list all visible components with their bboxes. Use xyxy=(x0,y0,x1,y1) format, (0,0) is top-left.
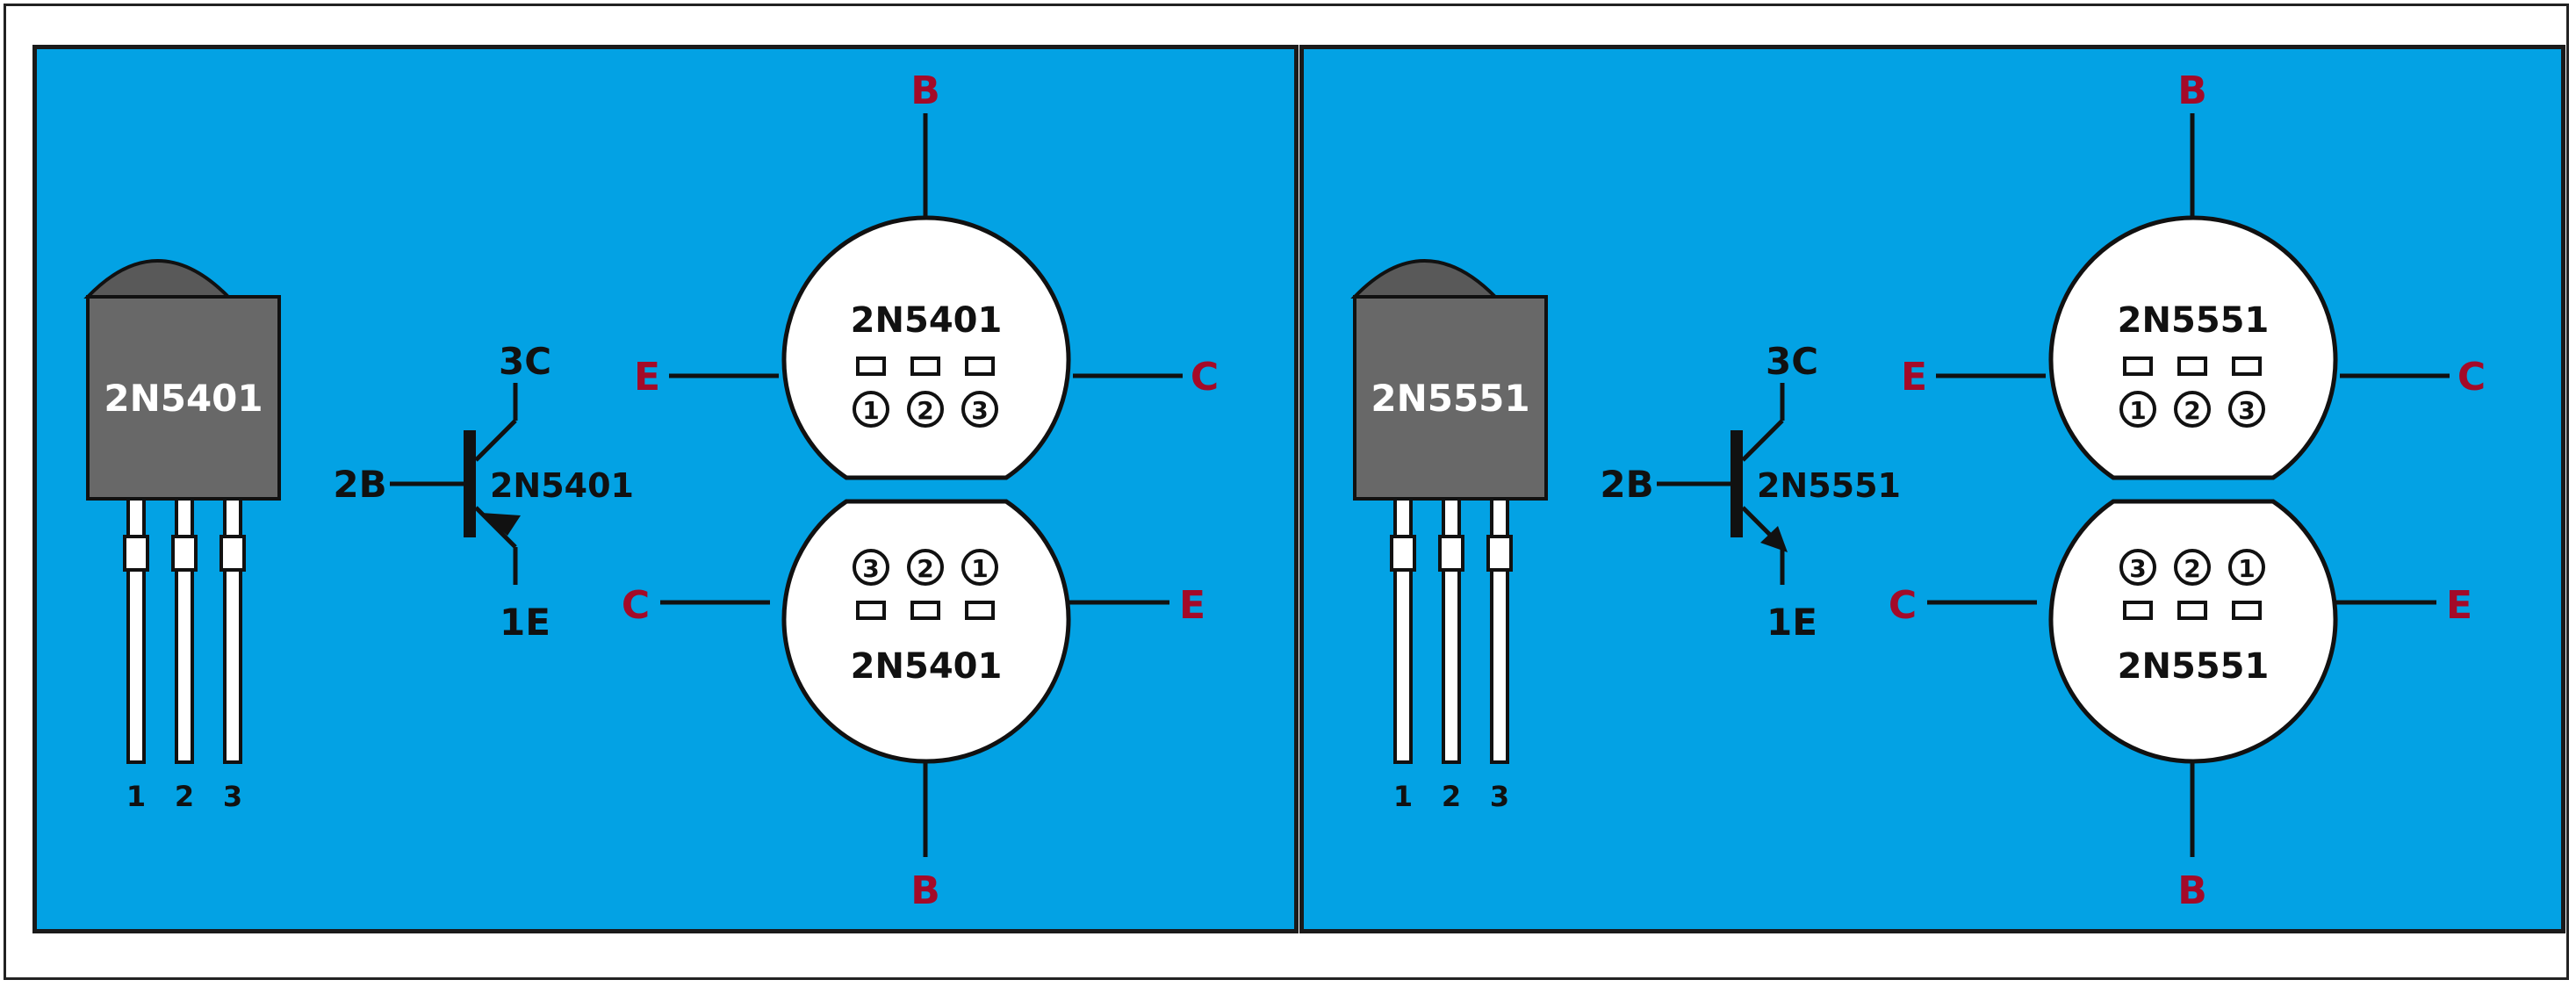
package-label: 2N5551 xyxy=(1371,377,1529,420)
top-view-pin-2 xyxy=(2174,391,2211,428)
top-view-outline xyxy=(781,215,1071,480)
to92-package: 2N5401 1 2 3 xyxy=(83,259,281,813)
symbol-base-label: 2B xyxy=(333,463,386,506)
pin-number-3: 3 xyxy=(223,780,242,813)
emitter-arrow xyxy=(481,513,521,536)
diagram-frame: 2N5401 1 2 3 xyxy=(4,4,2569,980)
top-view-pin-3 xyxy=(961,391,998,428)
bottom-view-pin-2 xyxy=(2174,549,2211,586)
top-view-pin-1 xyxy=(853,391,889,428)
package-label: 2N5401 xyxy=(104,377,263,420)
lead-3-bend xyxy=(219,535,246,572)
pin-number-1: 1 xyxy=(126,780,146,813)
svg-text:3: 3 xyxy=(2238,396,2255,425)
bottom-view-outline xyxy=(2048,499,2338,764)
bottom-view-label-b: B xyxy=(2177,868,2207,913)
top-view-label-c: C xyxy=(2457,355,2486,400)
top-view-pin-3 xyxy=(2228,391,2265,428)
collector-line xyxy=(474,419,517,462)
pin-number-1: 1 xyxy=(1393,780,1413,813)
svg-text:1: 1 xyxy=(2238,554,2255,583)
base-bar xyxy=(464,430,476,537)
top-view-label-b: B xyxy=(910,68,940,113)
top-view-pin-1 xyxy=(2119,391,2156,428)
svg-text:3: 3 xyxy=(862,554,879,583)
top-view-label-e: E xyxy=(1901,355,1927,400)
svg-text:1: 1 xyxy=(971,554,988,583)
collector-line xyxy=(1741,419,1784,462)
emitter-arrow xyxy=(1760,526,1788,552)
package-leads xyxy=(123,497,246,764)
panel-2n5401: 2N5401 1 2 3 xyxy=(32,45,1299,933)
lead-1-bend xyxy=(123,535,149,572)
bottom-view-pin-2 xyxy=(907,549,944,586)
pin-number-2: 2 xyxy=(1442,780,1461,813)
bottom-view-pin-3 xyxy=(853,549,889,586)
pnp-transistor-symbol: 3C 2B 1E 2N5401 xyxy=(333,340,634,644)
symbol-base-label: 2B xyxy=(1600,463,1653,506)
bottom-view-label-c: C xyxy=(622,583,650,628)
svg-text:3: 3 xyxy=(971,396,988,425)
top-view-label-c: C xyxy=(1191,355,1219,400)
bottom-view-footprint: 3 2 1 2N5551 C E B xyxy=(1889,499,2472,913)
pin-number-2: 2 xyxy=(175,780,194,813)
symbol-collector-label: 3C xyxy=(499,340,551,383)
top-view-label-e: E xyxy=(634,355,660,400)
svg-text:2: 2 xyxy=(917,396,933,425)
package-leads xyxy=(1390,497,1513,764)
bottom-view-part-label: 2N5401 xyxy=(851,646,1003,687)
bottom-view-label-e: E xyxy=(2446,583,2472,628)
top-view-part-label: 2N5551 xyxy=(2118,300,2270,341)
emitter-line xyxy=(474,506,517,549)
top-view-label-b: B xyxy=(2177,68,2207,113)
symbol-emitter-label: 1E xyxy=(500,601,550,644)
bottom-view-label-e: E xyxy=(1179,583,1205,628)
top-view-footprint: 2N5551 1 2 3 B E C xyxy=(1901,68,2486,480)
lead-2-bend xyxy=(171,535,198,572)
top-view-outline xyxy=(2048,215,2338,480)
svg-text:1: 1 xyxy=(862,396,879,425)
top-view-pin-2 xyxy=(907,391,944,428)
bottom-view-pin-1 xyxy=(2228,549,2265,586)
package-cap xyxy=(1350,259,1500,299)
svg-text:1: 1 xyxy=(2129,396,2146,425)
panel-2n5551: 2N5551 1 2 3 xyxy=(1299,45,2565,933)
symbol-collector-label: 3C xyxy=(1766,340,1818,383)
package-cap xyxy=(83,259,233,299)
svg-text:2: 2 xyxy=(917,554,933,583)
panel-2n5401-drawing: 2N5401 1 2 3 xyxy=(83,68,1219,913)
top-view-part-label: 2N5401 xyxy=(851,300,1003,341)
bottom-view-part-label: 2N5551 xyxy=(2118,646,2270,687)
svg-text:2: 2 xyxy=(2184,554,2200,583)
svg-text:3: 3 xyxy=(2129,554,2146,583)
package-body xyxy=(86,295,281,501)
bottom-view-pin-1 xyxy=(961,549,998,586)
bottom-view-outline xyxy=(781,499,1071,764)
lead-2-bend xyxy=(1438,535,1464,572)
symbol-emitter-label: 1E xyxy=(1767,601,1817,644)
bottom-view-label-b: B xyxy=(910,868,940,913)
pin-number-3: 3 xyxy=(1490,780,1509,813)
symbol-part-label: 2N5401 xyxy=(490,466,634,505)
to92-package: 2N5551 1 2 3 xyxy=(1350,259,1548,813)
lead-1-bend xyxy=(1390,535,1416,572)
bottom-view-footprint: 3 2 1 2N5401 C E B xyxy=(622,499,1205,913)
npn-transistor-symbol: 3C 2B 1E 2N5551 xyxy=(1600,340,1901,644)
lead-3-bend xyxy=(1486,535,1513,572)
svg-text:2: 2 xyxy=(2184,396,2200,425)
bottom-view-label-c: C xyxy=(1889,583,1917,628)
base-bar xyxy=(1731,430,1743,537)
bottom-view-pin-3 xyxy=(2119,549,2156,586)
top-view-footprint: 2N5401 1 2 3 B E C xyxy=(634,68,1219,480)
panel-2n5551-drawing: 2N5551 1 2 3 xyxy=(1350,68,2486,913)
symbol-part-label: 2N5551 xyxy=(1757,466,1901,505)
